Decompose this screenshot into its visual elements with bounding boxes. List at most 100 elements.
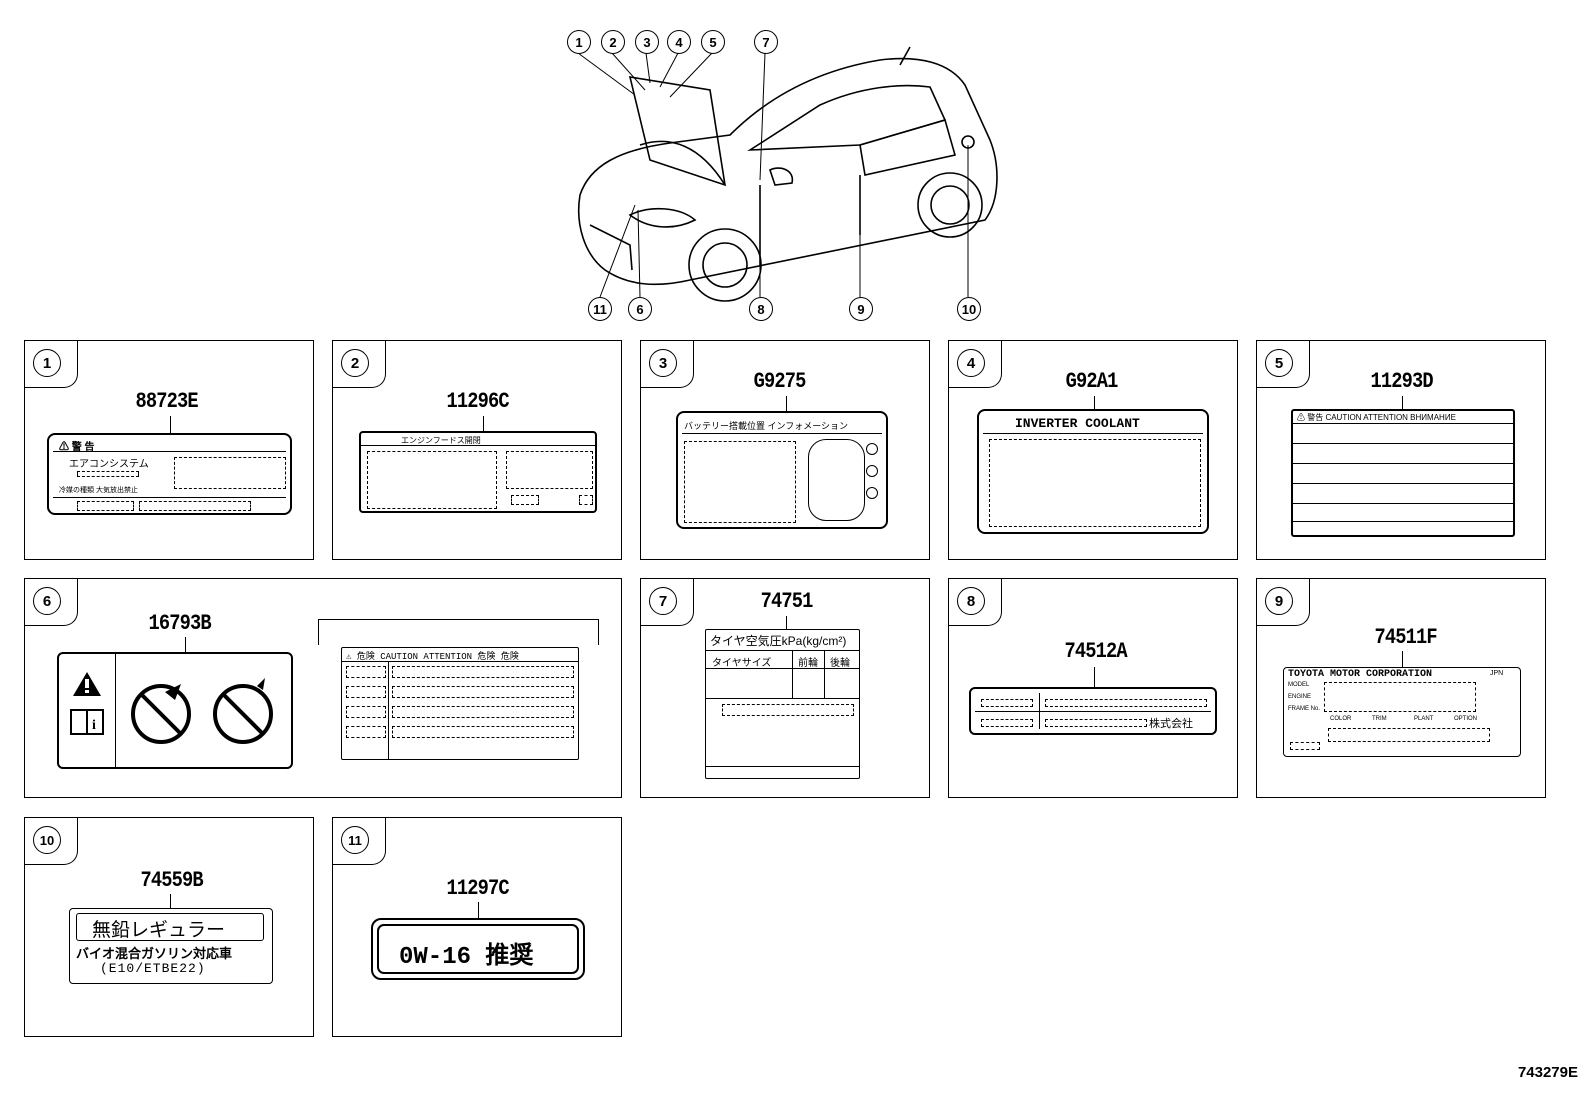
- panel-tab: [641, 341, 694, 388]
- label-company: 株式会社: [1149, 718, 1193, 730]
- label-fuel-type: 無鉛レギュラー: [92, 920, 226, 941]
- panel-tab: [949, 579, 1002, 626]
- label-74511f: TOYOTA MOTOR CORPORATION JPN MODEL ENGIN…: [1283, 667, 1521, 757]
- label-11293d: ⚠ 警告 CAUTION ATTENTION ВНИМАНИЕ: [1291, 409, 1515, 537]
- callout-1: 1: [567, 30, 591, 54]
- panel-number: 3: [649, 349, 677, 377]
- panel-number: 6: [33, 587, 61, 615]
- label-header: ⚠ 危険 CAUTION ATTENTION 危険 危険: [346, 652, 519, 662]
- panel-5: 5 11293D ⚠ 警告 CAUTION ATTENTION ВНИМАНИЕ: [1256, 340, 1546, 560]
- row-model: MODEL: [1288, 682, 1310, 688]
- col-plant: PLANT: [1414, 716, 1434, 722]
- panel-tab: [333, 818, 386, 865]
- label-header: タイヤ空気圧kPa(kg/cm²): [710, 634, 847, 648]
- part-code: 74559B: [140, 868, 203, 893]
- part-code: G92A1: [1065, 369, 1119, 394]
- panel-number: 10: [33, 826, 61, 854]
- callout-11: 11: [588, 297, 612, 321]
- label-74559b: 無鉛レギュラー バイオ混合ガソリン対応車 (E10/ETBE22): [69, 908, 273, 984]
- car-drawing: [577, 46, 998, 302]
- part-code: 74511F: [1374, 625, 1437, 650]
- no-touch-icon: [213, 678, 273, 744]
- label-74751: タイヤ空気圧kPa(kg/cm²) タイヤサイズ 前輪 後輪: [705, 629, 860, 779]
- panel-9: 9 74511F TOYOTA MOTOR CORPORATION JPN MO…: [1256, 578, 1546, 798]
- panel-2: 2 11296C エンジンフードス開閉: [332, 340, 622, 560]
- part-code: 88723E: [135, 389, 198, 414]
- callout-3: 3: [635, 30, 659, 54]
- panel-8: 8 74512A 株式会社: [948, 578, 1238, 798]
- panel-tab: [25, 341, 78, 388]
- label-16793b-caution: ⚠ 危険 CAUTION ATTENTION 危険 危険: [341, 647, 579, 760]
- callout-6: 6: [628, 297, 652, 321]
- label-16793b: i: [57, 652, 293, 769]
- col-rear: 後輪: [830, 658, 850, 669]
- label-11297c: 0W-16 推奨: [371, 918, 585, 980]
- panel-number: 9: [1265, 587, 1293, 615]
- col-tire-size: タイヤサイズ: [712, 658, 772, 669]
- panel-number: 4: [957, 349, 985, 377]
- label-g9275: バッテリー搭載位置 インフォメーション: [676, 411, 888, 529]
- panel-6: 6 16793B i ⚠ 危険 CAUTION ATTENTION 危険 危険: [24, 578, 622, 798]
- label-warning: ⚠ 警 告: [59, 442, 95, 453]
- marker: [866, 487, 878, 499]
- col-trim: TRIM: [1372, 716, 1387, 722]
- callout-7: 7: [754, 30, 778, 54]
- svg-text:i: i: [92, 718, 96, 733]
- panel-number: 7: [649, 587, 677, 615]
- col-front: 前輪: [798, 658, 818, 669]
- panel-10: 10 74559B 無鉛レギュラー バイオ混合ガソリン対応車 (E10/ETBE…: [24, 817, 314, 1037]
- part-code: 74751: [760, 589, 814, 614]
- panel-number: 5: [1265, 349, 1293, 377]
- part-code: 11296C: [446, 389, 509, 414]
- part-code: 11297C: [446, 876, 509, 901]
- panel-tab: [25, 579, 78, 626]
- row-frame: FRAME No.: [1288, 706, 1321, 712]
- panel-tab: [1257, 341, 1310, 388]
- panel-tab: [25, 818, 78, 865]
- label-74512a: 株式会社: [969, 687, 1217, 735]
- panel-4: 4 G92A1 INVERTER COOLANT: [948, 340, 1238, 560]
- panel-number: 11: [341, 826, 369, 854]
- panel-number: 2: [341, 349, 369, 377]
- label-11296c: エンジンフードス開閉: [359, 431, 597, 513]
- label-header: TOYOTA MOTOR CORPORATION: [1288, 669, 1433, 680]
- callout-4: 4: [667, 30, 691, 54]
- panel-tab: [949, 341, 1002, 388]
- no-open-flame-icon: [131, 684, 191, 744]
- marker: [866, 465, 878, 477]
- row-engine: ENGINE: [1288, 694, 1312, 700]
- panel-1: 1 88723E ⚠ 警 告 エアコンシステム 冷媒の種類 大気放出禁止: [24, 340, 314, 560]
- part-code: 16793B: [148, 611, 211, 636]
- part-code: G9275: [753, 369, 807, 394]
- warning-manual-icon: i: [70, 672, 104, 735]
- label-header: バッテリー搭載位置 インフォメーション: [684, 421, 849, 431]
- callout-9: 9: [849, 297, 873, 321]
- part-code: 74512A: [1064, 639, 1127, 664]
- label-header: INVERTER COOLANT: [1015, 416, 1140, 431]
- panel-tab: [1257, 579, 1310, 626]
- marker: [866, 443, 878, 455]
- label-header: エンジンフードス開閉: [401, 436, 481, 445]
- col-color: COLOR: [1330, 716, 1352, 722]
- callout-2: 2: [601, 30, 625, 54]
- part-code: 11293D: [1370, 369, 1433, 394]
- label-88723e: ⚠ 警 告 エアコンシステム 冷媒の種類 大気放出禁止: [47, 433, 292, 515]
- label-bio-fuel: バイオ混合ガソリン対応車: [76, 946, 233, 961]
- label-note: 冷媒の種類 大気放出禁止: [59, 487, 138, 494]
- label-jpn: JPN: [1490, 670, 1504, 677]
- panel-7: 7 74751 タイヤ空気圧kPa(kg/cm²) タイヤサイズ 前輪 後輪: [640, 578, 930, 798]
- label-oil-grade: 0W-16 推奨: [399, 944, 534, 971]
- panel-number: 8: [957, 587, 985, 615]
- panel-tab: [641, 579, 694, 626]
- figure-id: 743279E: [1517, 1064, 1578, 1081]
- label-system: エアコンシステム: [69, 459, 149, 470]
- panel-tab: [333, 341, 386, 388]
- panel-number: 1: [33, 349, 61, 377]
- car-diagram: [808, 439, 865, 521]
- callout-5: 5: [701, 30, 725, 54]
- callout-10: 10: [957, 297, 981, 321]
- callout-8: 8: [749, 297, 773, 321]
- label-g92a1: INVERTER COOLANT: [977, 409, 1209, 534]
- label-ethanol: (E10/ETBE22): [100, 961, 206, 976]
- panel-3: 3 G9275 バッテリー搭載位置 インフォメーション: [640, 340, 930, 560]
